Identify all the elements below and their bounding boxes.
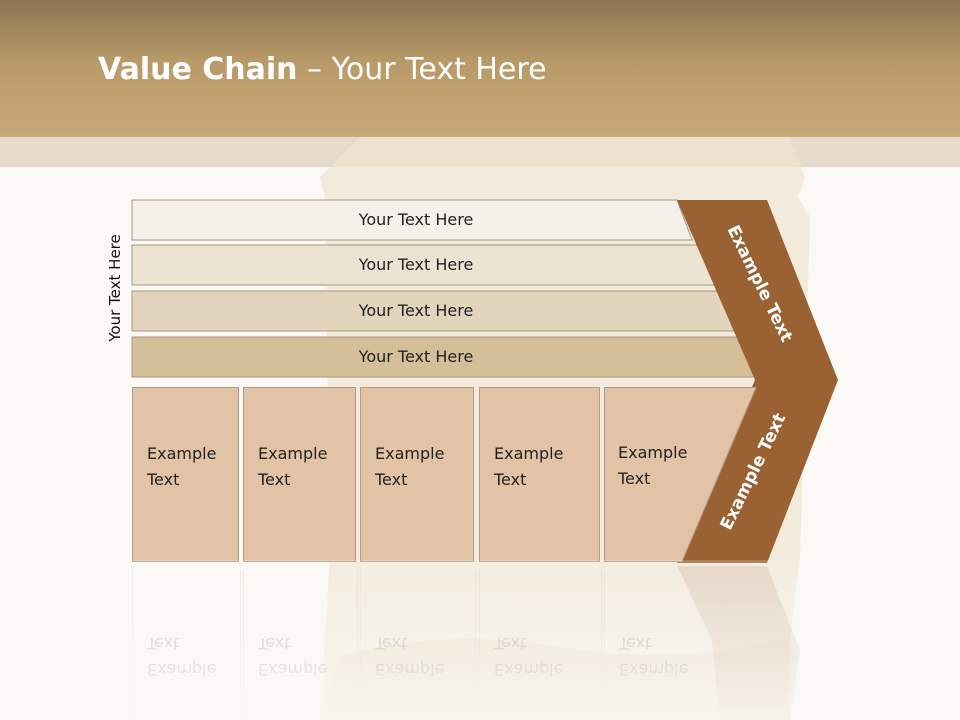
activity-box-line2: Text (494, 470, 527, 489)
header-bar (0, 0, 960, 137)
activity-box-reflection-label-3: Example Text (375, 630, 465, 682)
reflection-line2: Text (375, 634, 408, 653)
activity-box-reflection-label-2: Example Text (258, 630, 348, 682)
activity-box-reflection-label-5: Example Text (619, 630, 709, 682)
reflection-line2: Text (619, 634, 652, 653)
reflection-line1: Example (147, 660, 217, 679)
value-row-label-1: Your Text Here (358, 210, 474, 229)
activity-box-line2: Text (618, 469, 651, 488)
activity-box-reflection-2: Example Text (243, 570, 358, 720)
activity-box-reflection-label-1: Example Text (147, 630, 237, 682)
activity-box-reflection-3: Example Text (360, 570, 476, 720)
activity-box-line2: Text (258, 470, 291, 489)
reflection-line1: Example (619, 660, 689, 679)
value-row-label-4: Your Text Here (358, 347, 474, 366)
activity-box-line2: Text (375, 470, 408, 489)
value-row-1 (131, 199, 693, 241)
reflection-line2: Text (147, 634, 180, 653)
activity-box-line1: Example (375, 444, 445, 463)
activity-box-reflection-1: Example Text (132, 570, 241, 720)
value-row-label-3: Your Text Here (358, 301, 474, 320)
activity-box-reflection-label-4: Example Text (494, 630, 584, 682)
activity-box-reflection-4: Example Text (479, 570, 602, 720)
activity-box-reflection-5: Example Text (604, 570, 726, 720)
reflection-line2: Text (258, 634, 291, 653)
activity-box-line2: Text (147, 470, 180, 489)
value-row-label-2: Your Text Here (358, 255, 474, 274)
reflection-line1: Example (494, 660, 564, 679)
title-bold: Value Chain (98, 52, 298, 87)
activity-box-line1: Example (494, 444, 564, 463)
title-rest: – Your Text Here (297, 52, 547, 87)
activity-box-line1: Example (618, 443, 688, 462)
reflection-line1: Example (258, 660, 328, 679)
reflection-line2: Text (494, 634, 527, 653)
activity-box-line1: Example (258, 444, 328, 463)
page-title: Value Chain – Your Text Here (98, 52, 547, 87)
reflection-line1: Example (375, 660, 445, 679)
activity-box-line1: Example (147, 444, 217, 463)
